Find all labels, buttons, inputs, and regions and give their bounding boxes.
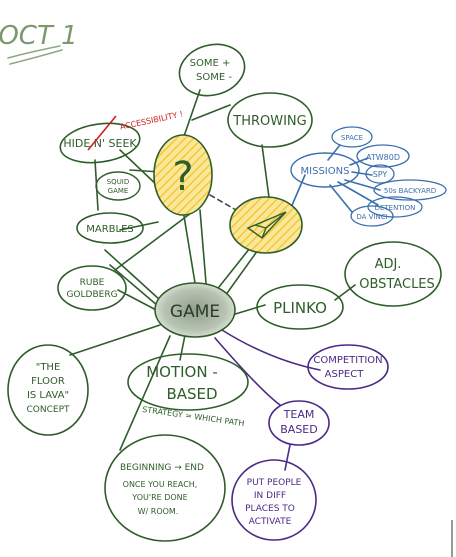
beginning-end-line-4: W/ ROOM. <box>138 507 179 516</box>
motion-label: MOTION - <box>146 363 218 381</box>
spy-node: SPY <box>365 164 395 184</box>
plinko-node: PLINKO <box>256 284 344 330</box>
adj-obstacles-node: ADJ. OBSTACLES <box>344 241 442 307</box>
beginning-end-node: BEGINNING → END ONCE YOU REACH, YOU'RE D… <box>104 434 226 542</box>
adj-label: ADJ. <box>375 257 402 272</box>
atw80d-label: ATW80D <box>366 153 400 162</box>
based-team-label: BASED <box>280 423 317 436</box>
rube-label: RUBE <box>80 278 105 288</box>
put-people-node: PUT PEOPLE IN DIFF PLACES TO ACTIVATE <box>231 459 317 541</box>
put-people-line-2: IN DIFF <box>254 491 286 501</box>
floor-is-lava-node: "THE FLOOR IS LAVA" CONCEPT <box>7 344 89 436</box>
beginning-end-line-1: BEGINNING → END <box>120 463 204 473</box>
paper-plane-icon <box>246 211 287 239</box>
put-people-line-4: ACTIVATE <box>249 517 292 527</box>
beginning-end-line-2: ONCE YOU REACH, <box>123 480 198 489</box>
team-based-node: TEAM BASED <box>268 400 330 446</box>
game-node: GAME <box>154 282 236 338</box>
floor-line-2: FLOOR <box>31 376 65 387</box>
marbles-node: MARBLES <box>76 212 144 244</box>
missions-node: MISSIONS <box>290 152 360 188</box>
goldberg-label: GOLDBERG <box>66 290 117 300</box>
spy-label: SPY <box>373 170 388 179</box>
accessibility-note: ACCESSIBILITY ! <box>119 109 184 131</box>
beginning-end-line-3: YOU'RE DONE <box>131 493 187 502</box>
atw80d-node: ATW80D <box>356 144 410 168</box>
squid-label: SQUID <box>107 178 130 186</box>
team-label: TEAM <box>283 408 315 421</box>
based-label: BASED <box>166 385 217 403</box>
space-label: SPACE <box>341 134 363 142</box>
title: OCT 1 <box>0 21 78 65</box>
throwing-label: THROWING <box>232 114 306 129</box>
game-small-label: GAME <box>108 187 129 195</box>
question-mark-label: ? <box>172 154 193 200</box>
put-people-line-3: PLACES TO <box>245 504 295 514</box>
put-people-line-1: PUT PEOPLE <box>247 478 302 488</box>
title-text: OCT 1 <box>0 21 78 51</box>
question-mark-node: ? <box>153 134 213 216</box>
floor-line-4: CONCEPT <box>27 405 70 415</box>
throwing-node: THROWING <box>227 92 313 148</box>
floor-line-3: IS LAVA" <box>27 390 69 401</box>
obstacles-label: OBSTACLES <box>359 277 435 292</box>
game-label: GAME <box>170 302 220 322</box>
competition-label: COMPETITION <box>313 355 382 366</box>
marbles-label: MARBLES <box>86 224 134 235</box>
floor-line-1: "THE <box>36 362 61 373</box>
some-plus-label: SOME + <box>190 58 231 69</box>
da-vinci-node: DA VINCI <box>350 205 394 227</box>
competition-aspect-node: COMPETITION ASPECT <box>307 344 389 390</box>
some-minus-label: SOME - <box>196 72 232 83</box>
da-vinci-label: DA VINCI <box>356 213 387 221</box>
space-node: SPACE <box>331 126 373 148</box>
missions-label: MISSIONS <box>301 166 350 177</box>
plinko-label: PLINKO <box>273 299 327 317</box>
some-plus-some-minus-node: SOME + SOME - <box>178 43 246 97</box>
paper-plane-node <box>229 196 303 254</box>
detention-label: DETENTION <box>375 204 416 212</box>
aspect-label: ASPECT <box>325 369 365 380</box>
hide-n-seek-label: HIDE N' SEEK <box>63 137 137 150</box>
strategy-note: STRATEGY = WHICH PATH <box>142 405 245 428</box>
50s-backyard-node: 50s BACKYARD <box>373 179 447 201</box>
rube-goldberg-node: RUBE GOLDBERG <box>57 265 127 311</box>
50s-backyard-label: 50s BACKYARD <box>384 187 436 195</box>
detention-node: DETENTION <box>367 196 423 218</box>
squid-game-node: SQUID GAME <box>95 171 141 201</box>
